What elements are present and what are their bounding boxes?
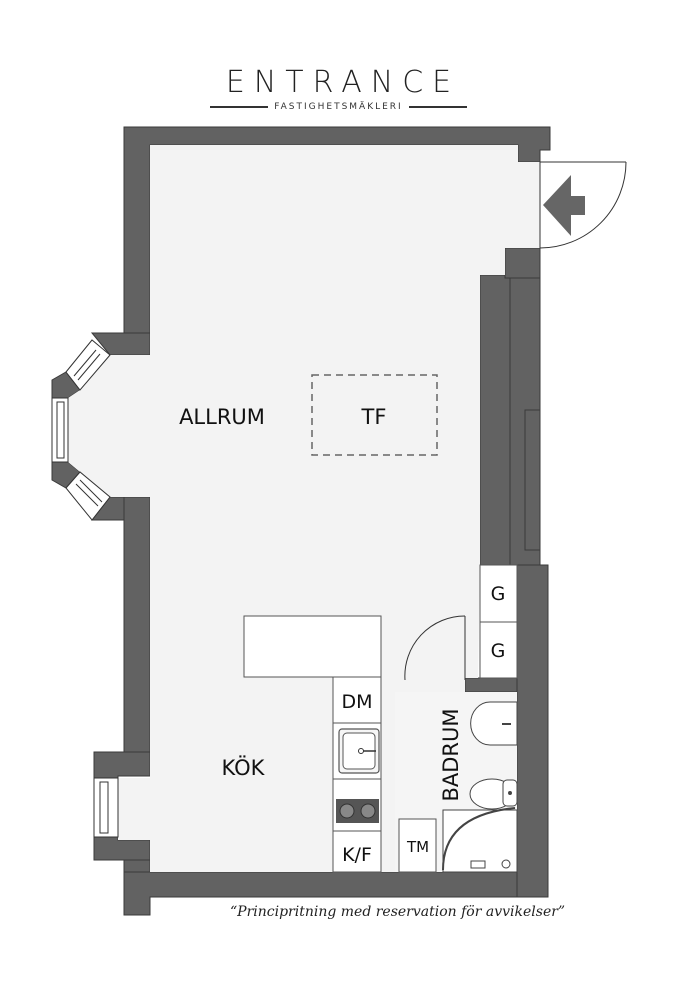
divider-line [408,106,467,108]
room-label-allrum: ALLRUM [179,405,265,429]
kitchen-window [93,777,119,838]
brand-name: ENTRANCE [225,65,461,100]
tf-area [311,374,438,456]
room-label-badrum: BADRUM [439,708,463,801]
washing-machine [398,818,437,873]
fridge-freezer-label: K/F [342,844,372,866]
stove-icon [336,799,379,823]
floor [68,145,540,872]
brand-logo: ENTRANCE FASTIGHETSMÄKLERI [0,66,677,112]
entrance-arrow-icon [543,175,585,236]
divider-line [210,106,269,108]
room-label-kok: KÖK [222,755,266,780]
entrance-door [539,161,627,249]
disclaimer: “Principritning med reservation för avvi… [230,904,566,920]
brand-subtitle-row: FASTIGHETSMÄKLERI [0,102,677,112]
kitchen-island [243,615,382,678]
wardrobes [479,564,518,679]
bathroom-door [404,615,466,681]
washbasin-icon [470,701,518,746]
bay-window [51,339,111,521]
sink-icon [338,728,380,774]
toilet-icon [469,778,518,810]
shower-icon [442,807,518,873]
washing-machine-label: TM [406,838,429,856]
wardrobe-label-2: G [491,640,506,662]
dishwasher-label: DM [341,691,372,713]
room-label-tf: TF [361,405,387,429]
walls [51,126,551,916]
wardrobe-label-1: G [491,583,506,605]
brand-subtitle: FASTIGHETSMÄKLERI [274,102,403,112]
